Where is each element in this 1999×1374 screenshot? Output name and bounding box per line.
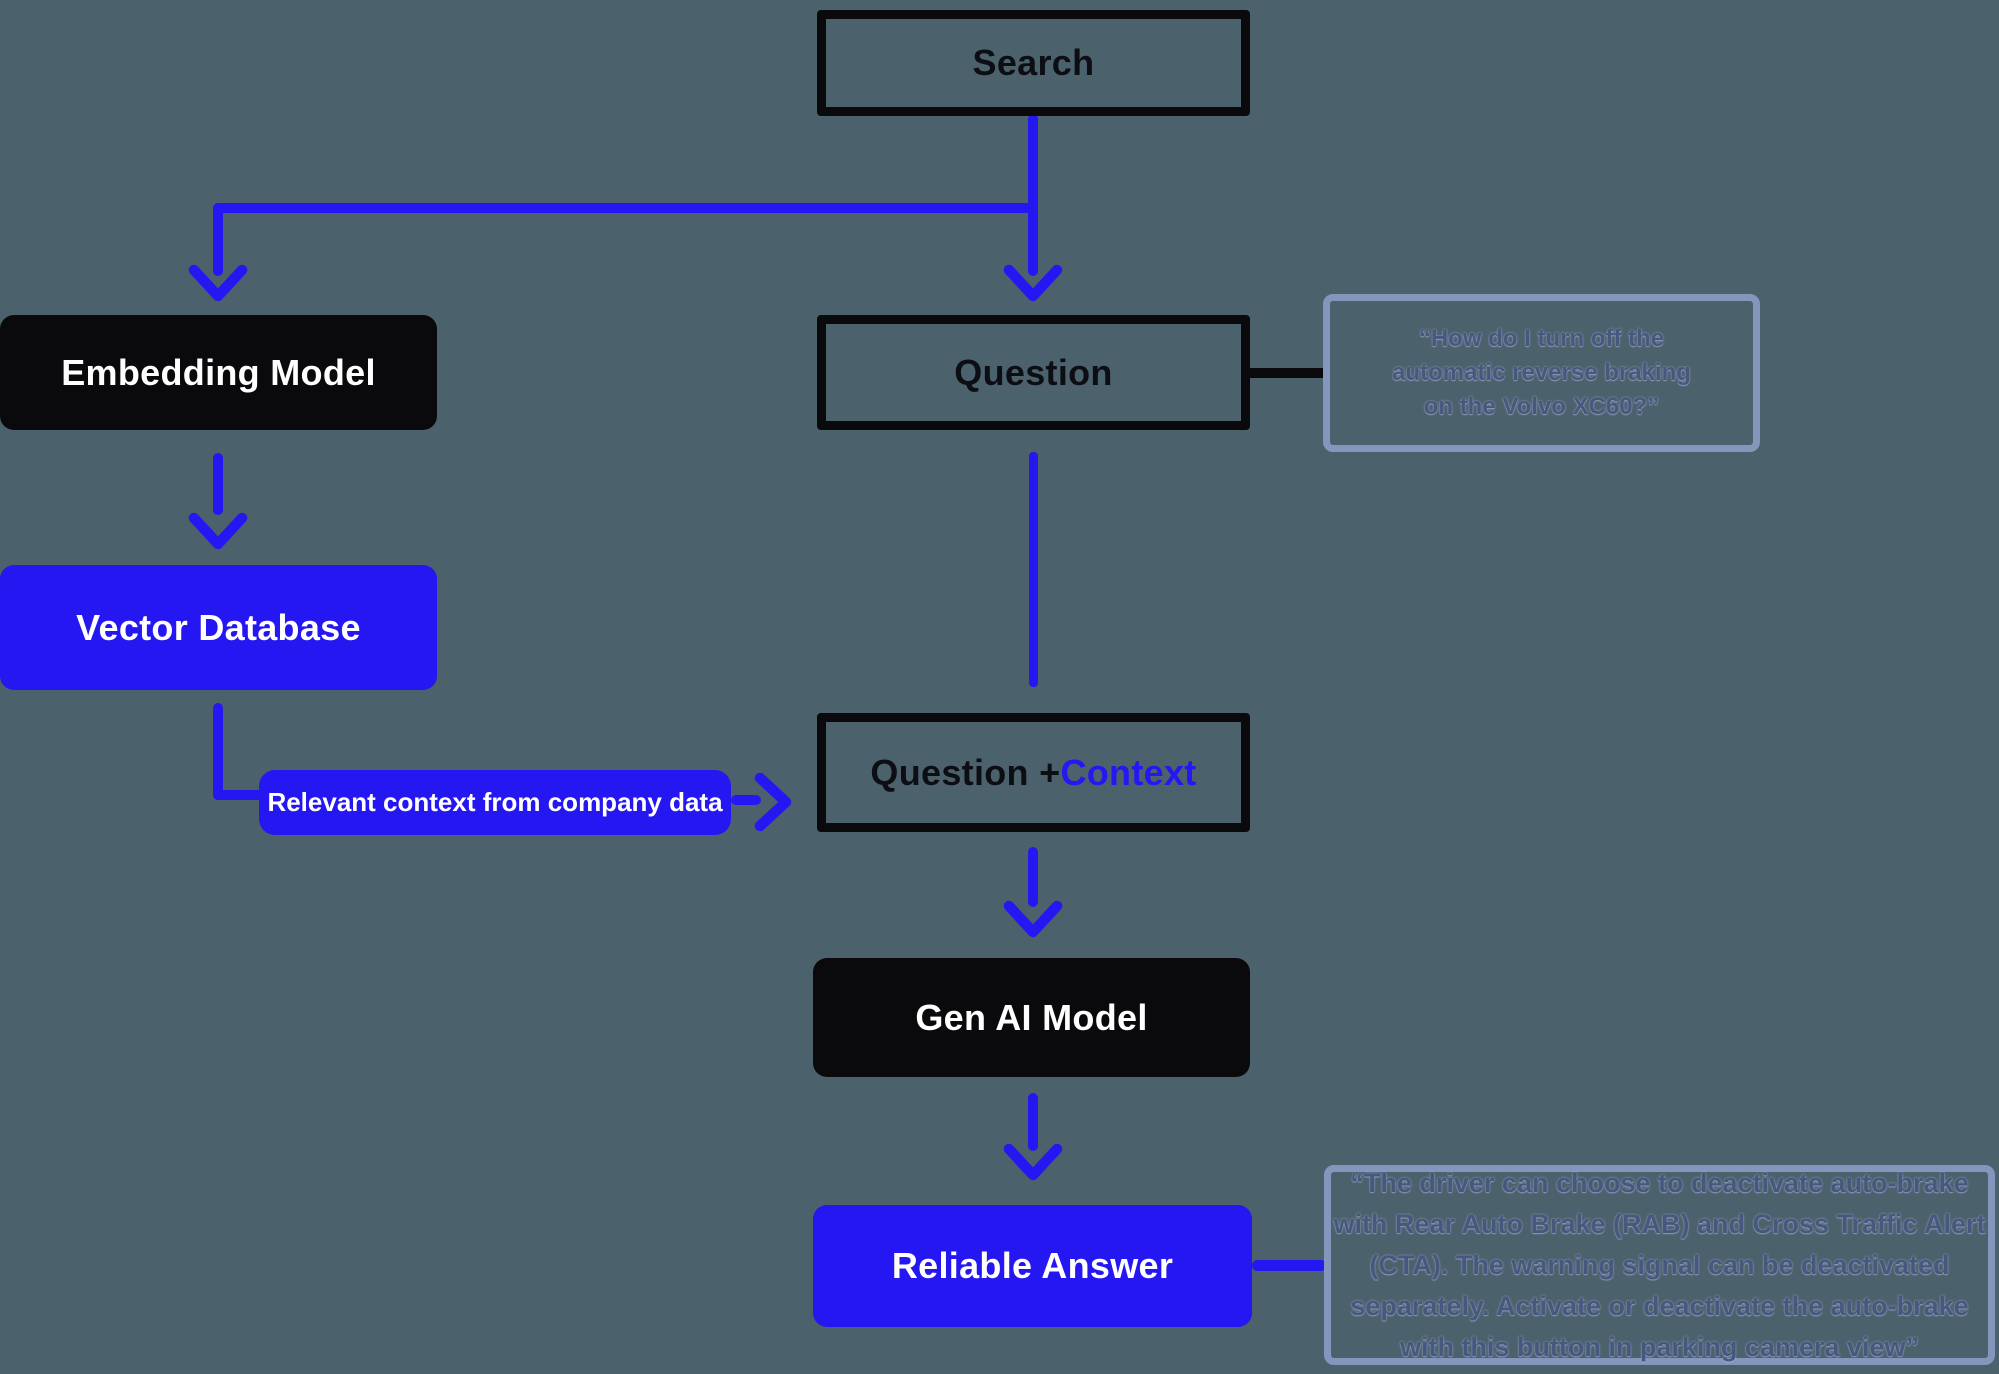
genai-to-answer-line [1028, 1093, 1038, 1151]
answer-example-line: with Rear Auto Brake (RAB) and Cross Tra… [1333, 1208, 1986, 1239]
arrow-down-icon [1002, 264, 1064, 304]
embedding-model-label: Embedding Model [61, 351, 376, 393]
arrow-down-icon [187, 264, 249, 304]
vectordb-elbow-vertical-line [213, 703, 223, 800]
question-context-prefix: Question + [870, 751, 1061, 793]
search-stem-line [1028, 114, 1038, 276]
gen-ai-model-node: Gen AI Model [813, 958, 1250, 1077]
question-example-callout: “How do I turn off the automatic reverse… [1323, 294, 1760, 452]
answer-example-line: separately. Activate or deactivate the a… [1350, 1290, 1969, 1321]
gen-ai-model-label: Gen AI Model [915, 996, 1148, 1038]
branch-horizontal-line [213, 203, 1038, 213]
answer-quote-connector-line [1252, 1260, 1326, 1271]
reliable-answer-node: Reliable Answer [813, 1205, 1252, 1327]
arrow-right-icon [754, 771, 794, 833]
arrow-down-icon [1002, 1143, 1064, 1183]
answer-example-line: with this button in parking camera view” [1399, 1331, 1920, 1362]
arrow-down-icon [1002, 900, 1064, 940]
questioncontext-to-genai-line [1028, 847, 1038, 907]
search-node-label: Search [972, 42, 1095, 83]
question-context-node: Question + Context [817, 713, 1250, 832]
answer-example-line: “The driver can choose to deactivate aut… [1350, 1167, 1969, 1198]
question-node: Question [817, 315, 1250, 430]
question-context-highlight: Context [1060, 751, 1197, 793]
relevant-context-label: Relevant context from company data [267, 787, 723, 817]
question-example-line: on the Volvo XC60?” [1423, 393, 1660, 420]
search-node: Search [817, 10, 1250, 116]
answer-example-callout: “The driver can choose to deactivate aut… [1324, 1165, 1995, 1365]
arrow-down-icon [187, 512, 249, 552]
question-example-line: “How do I turn off the [1418, 325, 1665, 352]
question-quote-connector-line [1250, 368, 1326, 378]
answer-example-line: (CTA). The warning signal can be deactiv… [1369, 1249, 1950, 1280]
vector-database-label: Vector Database [76, 606, 361, 648]
embedding-model-node: Embedding Model [0, 315, 437, 430]
question-node-label: Question [954, 351, 1113, 393]
branch-left-drop-line [213, 203, 223, 276]
reliable-answer-label: Reliable Answer [891, 1245, 1174, 1286]
vector-database-node: Vector Database [0, 565, 437, 690]
pill-to-questioncontext-line [731, 795, 761, 805]
embedding-to-vectordb-line [213, 453, 223, 515]
vectordb-elbow-horizontal-line [213, 790, 265, 800]
relevant-context-pill: Relevant context from company data [259, 770, 731, 835]
question-to-questioncontext-line [1029, 452, 1038, 687]
question-example-line: automatic reverse braking [1392, 359, 1691, 386]
